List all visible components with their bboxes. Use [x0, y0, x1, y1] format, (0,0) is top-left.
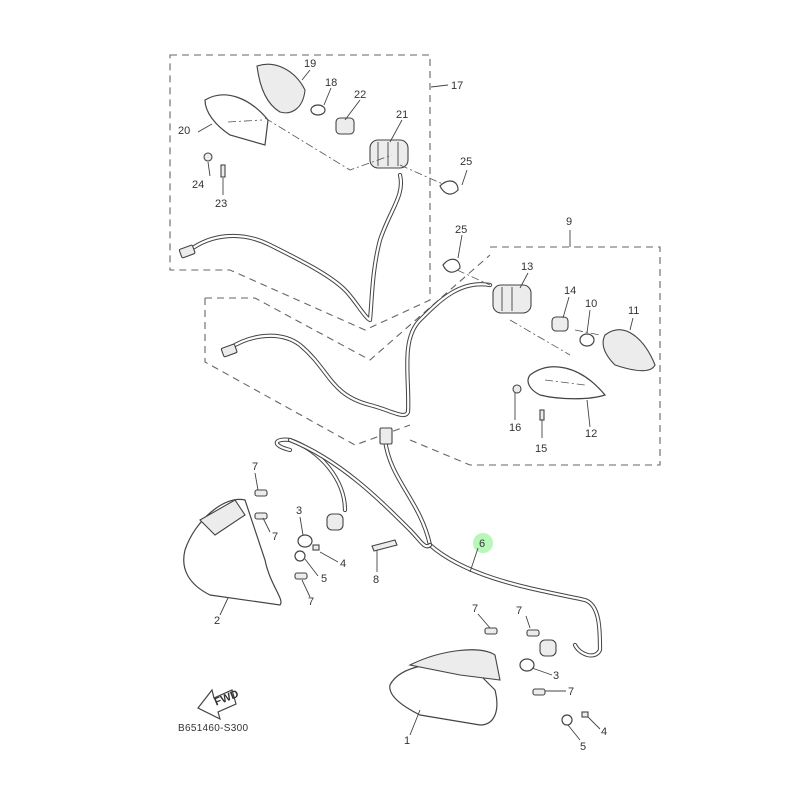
callout-3-left: 3 — [296, 505, 302, 517]
callout-16: 16 — [509, 422, 521, 434]
callout-23: 23 — [215, 198, 227, 210]
callout-4-right: 4 — [601, 726, 607, 738]
part-16-rivet — [512, 384, 522, 394]
callout-13: 13 — [521, 261, 533, 273]
callout-2: 2 — [214, 615, 220, 627]
callout-6: 6 — [479, 538, 485, 550]
fwd-arrow-icon: FWD — [197, 688, 241, 721]
assembly-axis-17 — [264, 117, 446, 186]
part-5-washer-right — [561, 714, 573, 726]
callout-25-upper: 25 — [460, 156, 472, 168]
callout-18: 18 — [325, 77, 337, 89]
part-11-housing — [602, 329, 656, 372]
callout-7-d: 7 — [472, 603, 478, 615]
callout-7-e: 7 — [516, 605, 522, 617]
assembly-17-boundary — [169, 54, 431, 331]
wire-harness-17 — [187, 172, 404, 323]
part-1-flasher-right — [389, 649, 501, 726]
part-5-washer-left — [294, 550, 306, 562]
callout-11: 11 — [628, 305, 639, 317]
leader-17 — [430, 84, 449, 88]
harness-boundary — [204, 254, 491, 446]
callout-22: 22 — [354, 89, 366, 101]
callout-20: 20 — [178, 125, 190, 137]
part-7-bolt-d — [484, 627, 498, 635]
part-23-screw — [220, 164, 226, 178]
leaders — [197, 69, 634, 741]
connector-9 — [220, 343, 238, 358]
connector-6 — [379, 427, 393, 445]
part-7-bolt-c — [294, 572, 308, 580]
callout-17: 17 — [451, 80, 463, 92]
part-3-bulb-left — [297, 534, 313, 548]
callout-7-b: 7 — [272, 531, 278, 543]
part-7-bolt-f — [532, 688, 546, 696]
part-25-clip-upper — [439, 180, 459, 195]
socket-right — [539, 639, 557, 657]
part-8-clamp — [371, 539, 398, 552]
part-24-rivet — [203, 152, 213, 162]
part-2-flasher-left — [183, 498, 282, 606]
callout-7-f: 7 — [568, 686, 574, 698]
wire-harness-6 — [274, 427, 603, 658]
callout-7-c: 7 — [308, 596, 314, 608]
callout-5-right: 5 — [580, 741, 586, 753]
part-22-socket — [335, 117, 355, 135]
callout-4-left: 4 — [340, 558, 346, 570]
callout-24: 24 — [192, 179, 204, 191]
callout-7-a: 7 — [252, 461, 258, 473]
part-3-bulb-right — [519, 658, 535, 672]
callout-19: 19 — [304, 58, 316, 70]
assembly-9-boundary — [409, 246, 661, 466]
part-21-grommet — [369, 139, 409, 169]
wire-harness-9 — [227, 282, 493, 418]
callout-1: 1 — [404, 735, 410, 747]
callout-3-right: 3 — [553, 670, 559, 682]
drawing-code: B651460-S300 — [178, 723, 248, 734]
part-4-screw-left — [312, 544, 320, 551]
callout-15: 15 — [535, 443, 547, 455]
part-4-screw-right — [581, 711, 589, 718]
part-14-socket — [551, 316, 569, 332]
callout-8: 8 — [373, 574, 379, 586]
callout-14: 14 — [564, 285, 576, 297]
part-18-bulb — [310, 104, 326, 116]
callout-12: 12 — [585, 428, 597, 440]
part-25-clip-lower — [442, 258, 461, 273]
callout-5-left: 5 — [321, 573, 327, 585]
socket-left — [326, 513, 344, 531]
part-13-grommet — [492, 284, 532, 314]
part-10-bulb — [579, 333, 595, 347]
part-19-housing — [256, 63, 306, 114]
callout-9: 9 — [566, 216, 572, 228]
part-7-bolt-b — [254, 512, 268, 520]
part-7-bolt-e — [526, 629, 540, 637]
callout-10: 10 — [585, 298, 597, 310]
callout-21: 21 — [396, 109, 408, 121]
part-20-lens — [204, 94, 269, 146]
part-7-bolt-a — [254, 489, 268, 497]
callout-25-lower: 25 — [455, 224, 467, 236]
part-12-lens — [527, 366, 607, 400]
connector-17 — [178, 244, 196, 259]
part-15-screw — [539, 409, 545, 421]
